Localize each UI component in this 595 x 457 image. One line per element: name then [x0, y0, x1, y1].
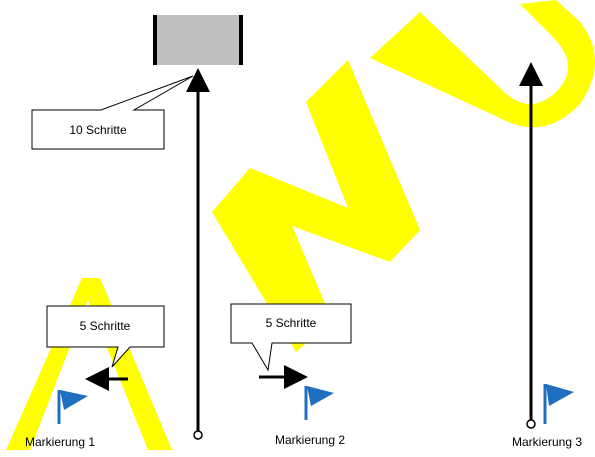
callout-5-steps-left-text: 5 Schritte	[80, 319, 131, 333]
goal-box	[153, 15, 243, 65]
callout-5-steps-right: 5 Schritte	[230, 303, 352, 372]
start-point-3	[526, 419, 536, 429]
flag-icon	[304, 386, 334, 420]
callout-10-steps: 10 Schritte	[31, 75, 194, 150]
flag-icon	[57, 390, 88, 424]
callout-5-steps-right-text: 5 Schritte	[266, 316, 317, 330]
path-arrow-3	[519, 62, 543, 429]
marker-label-2: Markierung 2	[275, 433, 345, 447]
callout-10-steps-text: 10 Schritte	[69, 123, 127, 137]
path-arrow-1	[186, 68, 210, 440]
watermark-letter-u	[370, 0, 595, 128]
watermark	[6, 0, 595, 450]
watermark-letter-w	[212, 60, 420, 352]
watermark-letter-a	[6, 278, 172, 450]
callout-5-steps-left: 5 Schritte	[46, 305, 165, 368]
flag-icon	[543, 384, 574, 424]
start-point-1	[193, 430, 203, 440]
marker-label-3: Markierung 3	[512, 435, 582, 449]
marker-label-1: Markierung 1	[25, 435, 95, 449]
